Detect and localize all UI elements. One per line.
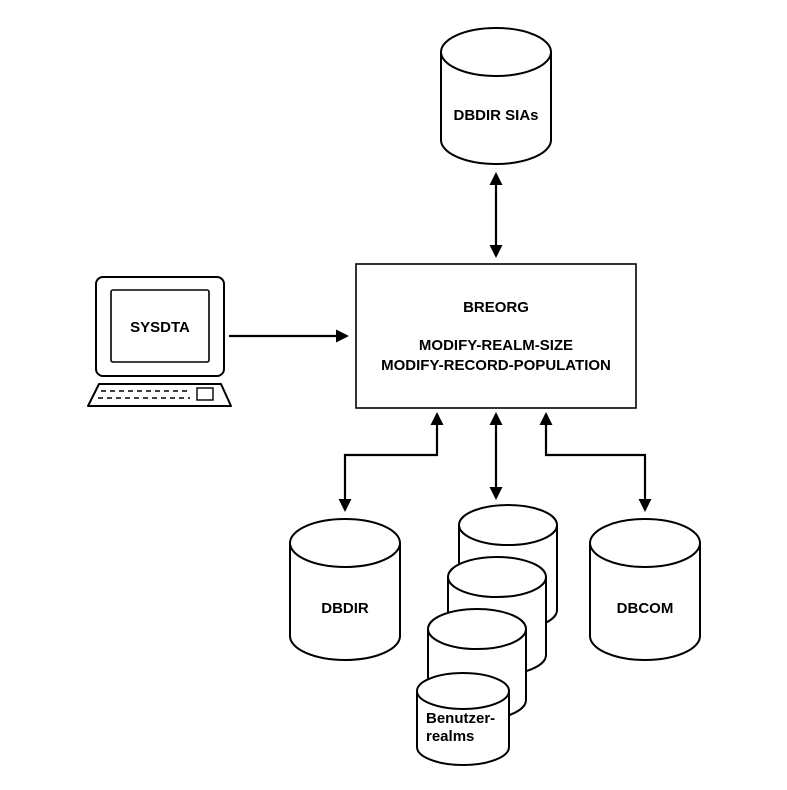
connector-breorg-dbdir	[338, 412, 444, 512]
cylinder-benutzer-realms-label-line1: Benutzer-	[426, 710, 495, 727]
process-box-statement-1: MODIFY-REALM-SIZE	[419, 337, 573, 354]
terminal-sysdta-label: SYSDTA	[130, 319, 190, 336]
connector-breorg-dbcom	[539, 412, 652, 512]
cylinder-dbcom: DBCOM	[589, 518, 701, 661]
terminal-sysdta: SYSDTA	[87, 276, 232, 407]
process-box-breorg: BREORG MODIFY-REALM-SIZE MODIFY-RECORD-P…	[355, 263, 637, 409]
cylinder-dbdir-label: DBDIR	[321, 600, 369, 617]
cylinder-dbdir-sias-label: DBDIR SIAs	[453, 107, 538, 124]
stack-cylinder-front-benutzer-realms: Benutzer- realms	[416, 672, 510, 766]
cylinder-dbcom-label: DBCOM	[617, 600, 674, 617]
cylinder-stack-user-realms: Benutzer- realms	[416, 504, 558, 766]
process-box-statement-2: MODIFY-RECORD-POPULATION	[381, 357, 611, 374]
cylinder-dbdir-sias: DBDIR SIAs	[440, 27, 552, 165]
cylinder-benutzer-realms-label-line2: realms	[426, 728, 474, 745]
cylinder-dbdir: DBDIR	[289, 518, 401, 661]
process-box-title: BREORG	[463, 299, 529, 316]
